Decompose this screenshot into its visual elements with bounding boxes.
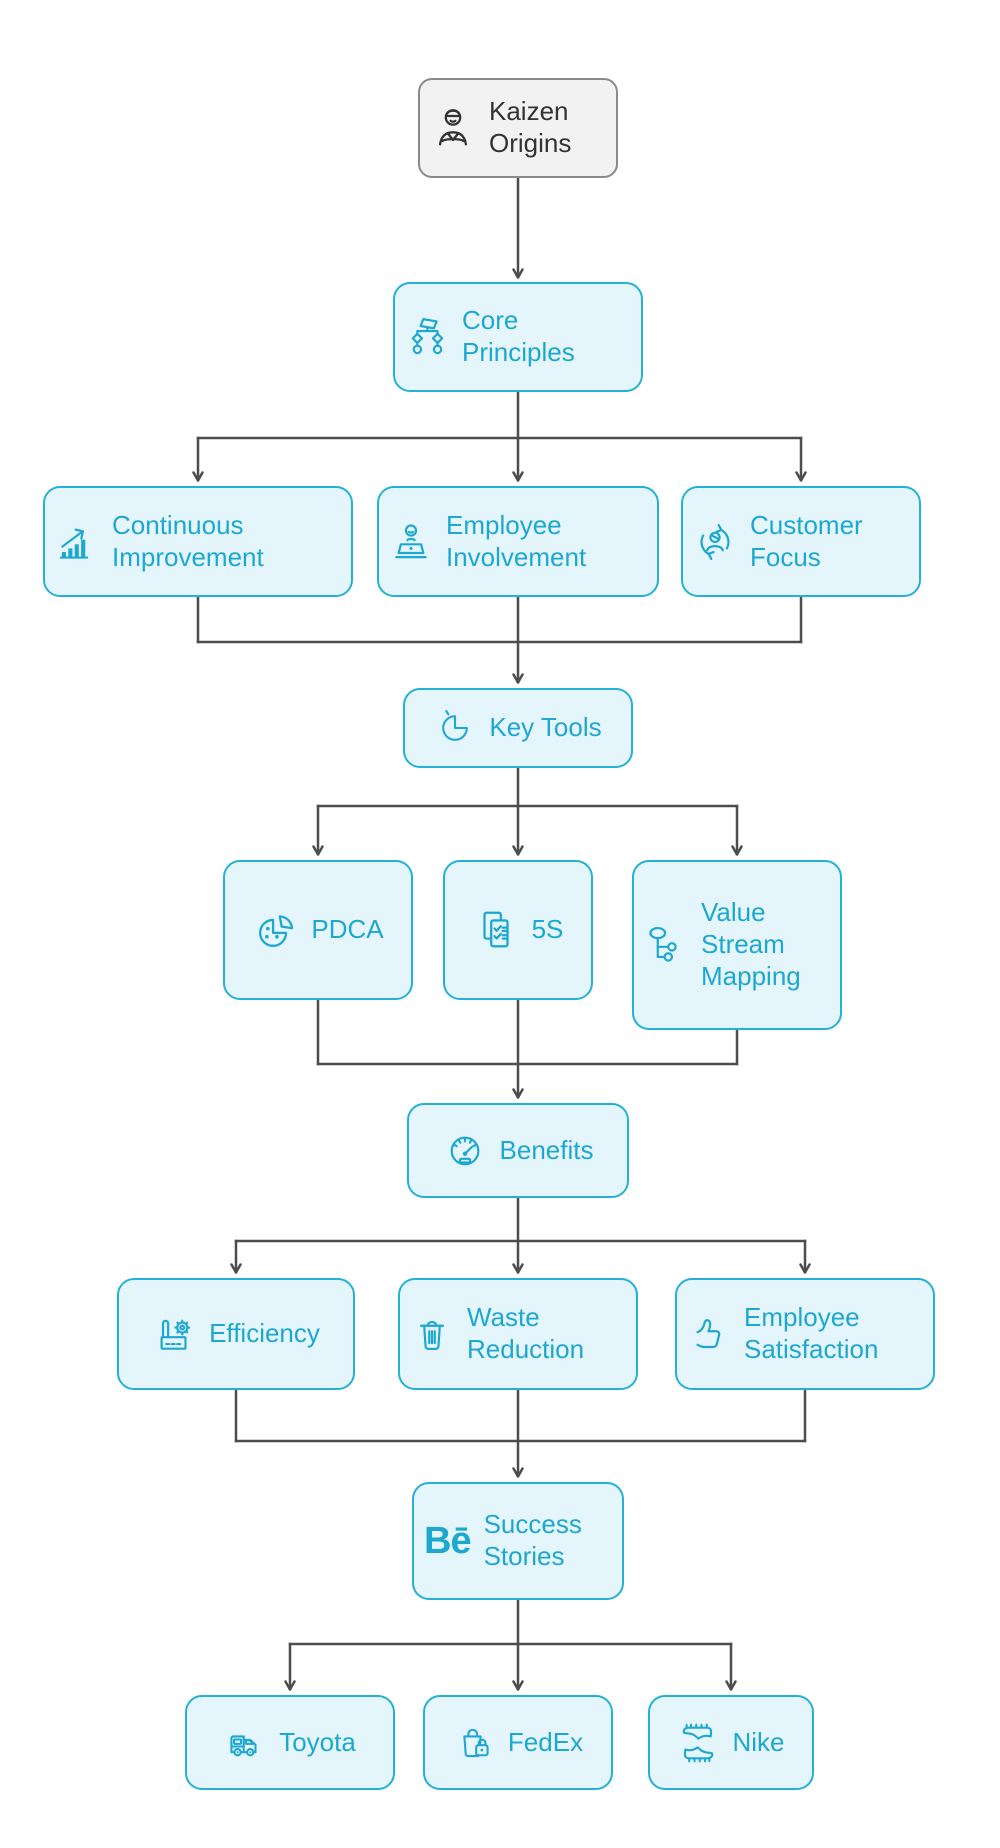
node-kaizen-origins: Kaizen Origins: [418, 78, 618, 178]
node-label: Success Stories: [483, 1509, 582, 1571]
node-label: Key Tools: [489, 712, 602, 743]
person-refresh-icon: [693, 520, 737, 564]
pie-chart-slice-icon: [252, 907, 298, 953]
node-label: 5S: [531, 914, 564, 945]
thumbs-up-icon: [687, 1312, 731, 1356]
sports-cleats-icon: [677, 1722, 719, 1764]
org-chart-icon: [405, 315, 449, 359]
speedometer-icon: [443, 1129, 487, 1173]
node-pdca: PDCA: [223, 860, 413, 1000]
node-customer-focus: Customer Focus: [681, 486, 921, 597]
node-employee-satisfaction: Employee Satisfaction: [675, 1278, 935, 1390]
node-label: Employee Involvement: [446, 509, 587, 572]
node-success-stories: Bē Success Stories: [412, 1482, 624, 1600]
checklist-pages-icon: [473, 907, 519, 953]
node-efficiency: Efficiency: [117, 1278, 355, 1390]
node-label: Benefits: [499, 1134, 594, 1165]
node-label: Nike: [732, 1726, 785, 1757]
node-core-principles: Core Principles: [393, 282, 643, 392]
node-continuous-improvement: Continuous Improvement: [43, 486, 353, 597]
node-employee-involvement: Employee Involvement: [377, 486, 659, 597]
pie-segment-icon: [434, 707, 476, 749]
node-label: Core Principles: [462, 305, 575, 367]
node-waste-reduction: Waste Reduction: [398, 1278, 638, 1390]
node-label: FedEx: [507, 1726, 584, 1757]
behance-logo-icon: Bē: [424, 1520, 472, 1562]
trash-bin-icon: [410, 1312, 454, 1356]
node-label: Value Stream Mapping: [701, 897, 801, 991]
factory-gear-icon: [152, 1312, 196, 1356]
node-label: Kaizen Origins: [489, 96, 572, 158]
node-fedex: FedEx: [423, 1695, 613, 1790]
node-value-stream-mapping: Value Stream Mapping: [632, 860, 842, 1030]
sensei-person-icon: [430, 105, 476, 151]
flow-branch-icon: [644, 923, 688, 967]
node-toyota: Toyota: [185, 1695, 395, 1790]
node-label: Toyota: [279, 1726, 356, 1757]
node-label: Efficiency: [209, 1318, 320, 1349]
person-at-desk-icon: [389, 520, 433, 564]
node-label: Employee Satisfaction: [744, 1302, 879, 1364]
delivery-van-icon: [224, 1722, 266, 1764]
node-label: Customer Focus: [750, 509, 863, 572]
node-benefits: Benefits: [407, 1103, 629, 1198]
rising-bar-chart-icon: [55, 520, 99, 564]
node-label: Waste Reduction: [467, 1302, 585, 1364]
node-key-tools: Key Tools: [403, 688, 633, 768]
shopping-bag-lock-icon: [453, 1722, 495, 1764]
node-5s: 5S: [443, 860, 593, 1000]
node-label: Continuous Improvement: [112, 509, 264, 572]
node-nike: Nike: [648, 1695, 814, 1790]
node-label: PDCA: [311, 914, 384, 945]
